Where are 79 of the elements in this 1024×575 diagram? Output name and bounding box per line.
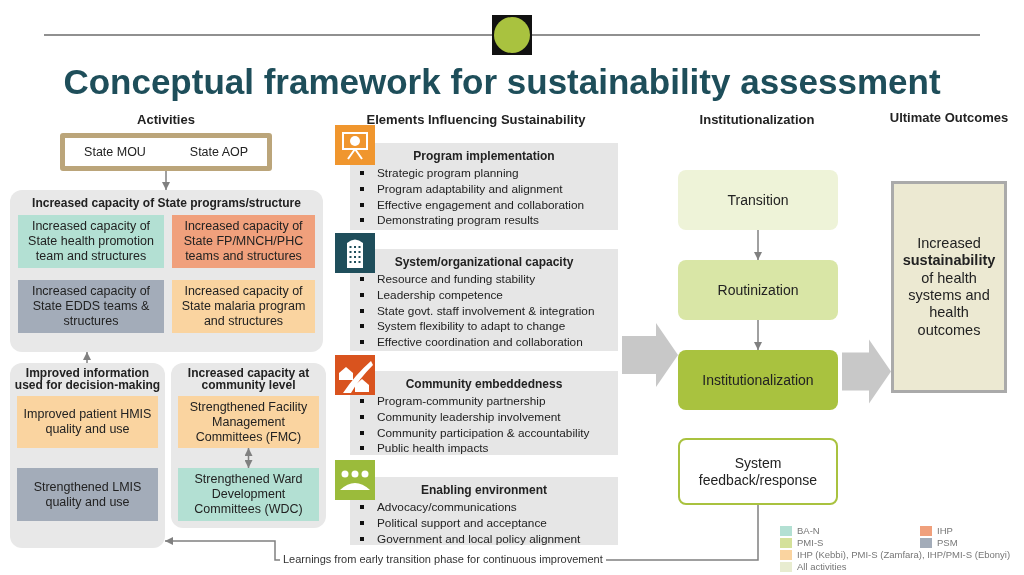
bullet-item: Resource and funding stability — [350, 272, 618, 288]
stage-box — [678, 260, 838, 320]
bullet-item: Political support and acceptance — [350, 515, 618, 532]
outcome-panel — [10, 363, 165, 548]
arrow — [83, 351, 91, 364]
node-text: Increased capacity of State malaria program and structures — [180, 284, 307, 329]
legend-text: All activities — [797, 561, 847, 572]
capacity-box — [178, 468, 319, 521]
arrow — [754, 319, 762, 351]
panel-heading: Improved information used for decision-making — [13, 367, 162, 391]
bullet-item: Government and local policy alignment — [350, 531, 618, 548]
capacity-box — [172, 280, 315, 333]
node-text: Strengthened Facility Management Committees (FMC) — [188, 399, 309, 445]
outcome-panel — [10, 190, 323, 352]
node-text: State AOP — [188, 144, 250, 160]
node-text: Increased capacity of State EDDS teams & structures — [30, 284, 152, 329]
panel-heading: Increased capacity at community level — [186, 367, 311, 391]
node-text: State MOU — [83, 144, 147, 160]
node-text: Increased sustainability of health systems and health outcomes — [901, 234, 997, 340]
feedback-box — [678, 438, 838, 505]
node-text: Increased capacity of State FP/MNCH/PHC teams and structures — [182, 219, 305, 264]
legend-text: PMI-S — [797, 537, 824, 548]
stage-box — [678, 170, 838, 230]
capacity-box — [18, 215, 164, 268]
panel-heading: Increased capacity of State programs/structure — [31, 197, 302, 209]
element-box — [350, 477, 618, 545]
node-text: Strengthened LMIS quality and use — [32, 479, 143, 510]
bullet-item: Advocacy/communications — [350, 500, 618, 516]
element-heading: Community embeddedness — [404, 377, 564, 391]
arrow — [754, 229, 762, 261]
node-text: Improved patient HMIS quality and use — [22, 407, 153, 437]
element-heading: Program implementation — [412, 149, 556, 163]
node-text: Strengthened Ward Development Committees (WDC) — [193, 472, 304, 517]
legend-text: IHP — [937, 525, 953, 536]
column-heading: Institutionalization — [699, 112, 815, 127]
element-box — [350, 371, 618, 455]
capacity-box — [172, 215, 315, 268]
column-heading: Activities — [137, 112, 195, 127]
node-text: Institutionalization — [701, 371, 815, 389]
bullet-item: Program-community partnership — [350, 394, 618, 410]
block-arrow — [622, 323, 678, 387]
element-heading: Enabling environment — [420, 483, 548, 497]
block-arrow — [842, 339, 891, 404]
legend-text: IHP (Kebbi), PMI-S (Zamfara), IHP/PMI-S (Ebonyi) — [797, 549, 1011, 560]
bullet-item: Program adaptability and alignment — [350, 181, 618, 198]
title: Conceptual framework for sustainability assessment — [62, 62, 942, 102]
bullet-item: Effective coordination and collaboration — [350, 335, 618, 351]
node-text: Transition — [726, 191, 790, 209]
legend-text: PSM — [937, 537, 958, 548]
bullet-item: State govt. staff involvement & integration — [350, 303, 618, 320]
bullet-item: Community leadership involvement — [350, 409, 618, 426]
bullet-item: Leadership competence — [350, 287, 618, 304]
bullet-item: Effective engagement and collaboration — [350, 197, 618, 214]
node-text: Increased capacity of State health promotion team and structures — [27, 219, 155, 264]
arrow — [244, 447, 253, 469]
edge-label: Learnings from early transition phase for continuous improvement — [280, 553, 606, 565]
node-text: System feedback/response — [697, 454, 819, 489]
bullet-item: Community participation & accountability — [350, 425, 618, 442]
outcome-box — [891, 181, 1007, 393]
element-box — [350, 143, 618, 230]
legend-text: BA-N — [797, 525, 820, 536]
element-heading: System/organizational capacity — [393, 255, 575, 269]
column-heading: Elements Influencing Sustainability — [366, 112, 586, 127]
capacity-box — [17, 396, 158, 448]
bullet-item: Demonstrating program results — [350, 213, 618, 230]
bullet-item: System flexibility to adapt to change — [350, 319, 618, 336]
outcome-panel — [171, 363, 326, 528]
activities-frame — [60, 133, 272, 171]
column-heading: Ultimate Outcomes — [889, 110, 1009, 125]
stage-box — [678, 350, 838, 410]
element-box — [350, 249, 618, 351]
bullet-item: Public health impacts — [350, 441, 618, 458]
capacity-box — [18, 280, 164, 333]
arrow — [162, 170, 170, 191]
capacity-box — [178, 396, 319, 448]
bullet-item: Strategic program planning — [350, 166, 618, 182]
arrow — [164, 504, 759, 561]
capacity-box — [17, 468, 158, 521]
node-text: Routinization — [716, 281, 800, 299]
